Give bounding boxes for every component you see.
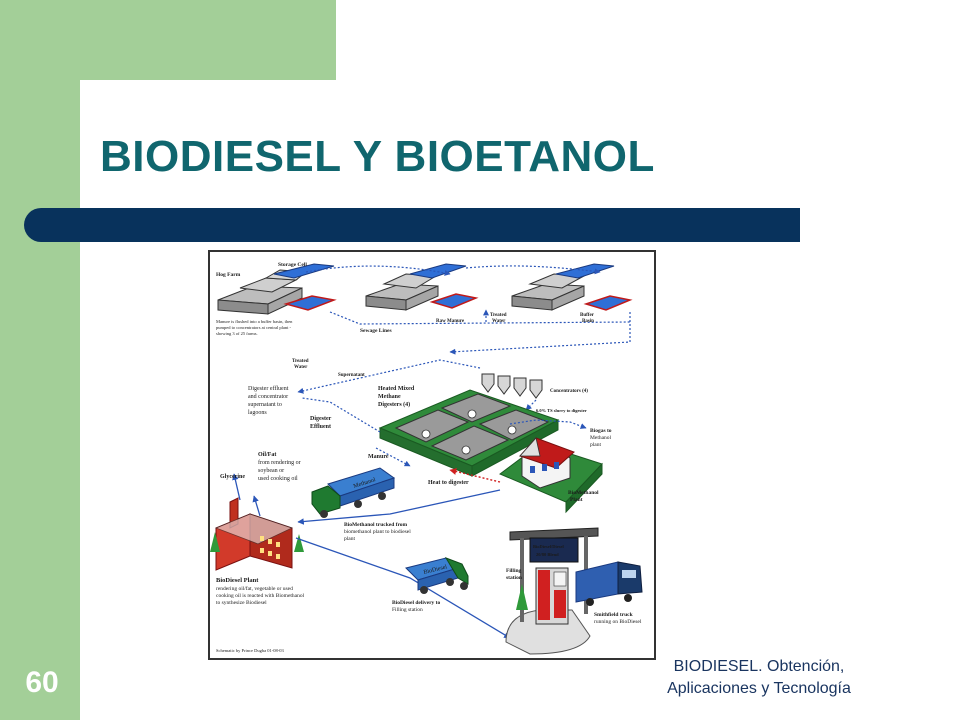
raw-manure-down <box>449 312 631 355</box>
top-green-band <box>0 0 336 80</box>
flow-farm2-top <box>465 265 601 275</box>
label-glycerine: Glycerine <box>220 474 245 480</box>
label-raw-manure: Raw Manure <box>436 319 465 324</box>
flow-farm1-top <box>305 265 451 276</box>
label-buffer-basin-1: Buffer <box>580 313 595 318</box>
label-biomethanol-plant-1: BioMethanol <box>568 490 599 496</box>
label-digester-effluent-note-2: and concentrator <box>248 394 288 400</box>
station-sign-line1: BioDiesel/Diesel <box>533 544 564 549</box>
label-treated-water-top-2: Water <box>492 319 506 324</box>
biogas-flow <box>509 419 587 429</box>
biodiesel-plant <box>210 497 304 571</box>
glycerine-flow <box>232 473 241 501</box>
label-flush-note-1: Manure is flushed into a buffer basin, t… <box>216 319 293 325</box>
label-biogas-3: plant <box>590 442 601 448</box>
label-biodiesel-plant-2: cooking oil is reacted with Biomethanol <box>216 593 305 599</box>
buffer-basin-2 <box>429 293 479 309</box>
smithfield-truck <box>575 561 643 606</box>
label-sewage-lines: Sewage Lines <box>360 328 392 334</box>
label-storage-cell: Storage Cell <box>278 262 307 268</box>
label-smithfield-2: running on BioDiesel <box>594 619 642 625</box>
title-underline-bar <box>24 208 800 242</box>
label-supernatant: Supernatant <box>338 373 365 378</box>
buffer-basin-3 <box>583 295 633 311</box>
label-treated-water-top-1: Treated <box>490 313 507 318</box>
left-green-band <box>0 0 80 720</box>
biomethanol-plant <box>499 437 603 514</box>
biodiesel-truck-label: BioDiesel <box>423 564 448 576</box>
footer-line-2: Aplicaciones y Tecnología <box>667 680 851 697</box>
label-delivery-1: BioDiesel delivery to <box>392 600 441 606</box>
concentrators <box>481 373 543 399</box>
label-credit: Schematic by Prince Dugba 01-08-03 <box>216 648 284 653</box>
diagram-svg: Methanol BioDiesel <box>210 262 643 655</box>
digester-effluent-flow <box>301 397 381 433</box>
label-digester-effluent-2: Effluent <box>310 424 331 430</box>
slide-number: 60 <box>25 666 59 699</box>
buffer-basin-1 <box>283 295 337 311</box>
label-trucked-1: BioMethanol trucked from <box>344 522 408 528</box>
label-heat-to-digester: Heat to digester <box>428 480 469 486</box>
hog-farm-2 <box>365 273 439 311</box>
slurry-flow <box>525 399 537 411</box>
label-biogas-2: Methanol <box>590 435 612 441</box>
label-smithfield-1: Smithfield truck <box>594 612 634 618</box>
label-filling-1: Filling <box>506 568 522 574</box>
methanol-truck <box>311 467 396 518</box>
manure-input-flow <box>375 447 411 467</box>
label-treated-water-mid-1: Treated <box>292 359 309 364</box>
station-sign-line2: 20/80 Blend <box>536 552 559 557</box>
storage-cell-2 <box>409 263 467 279</box>
label-buffer-basin-2: Basin <box>582 319 594 324</box>
storage-cell-1 <box>273 263 335 279</box>
label-digester-effluent-note-4: lagoons <box>248 410 267 416</box>
label-biodiesel-plant-1: rendering oil/fat, vegetable or used <box>216 585 293 592</box>
storage-cell-3 <box>555 263 615 279</box>
label-heated-mixed-1: Heated Mixed <box>378 386 415 392</box>
biodiesel-truck <box>405 557 469 594</box>
label-treated-water-mid-2: Water <box>294 365 308 370</box>
label-concentrators: Concentrators (4) <box>550 389 588 394</box>
label-slurry: 6.0% TS slurry to digester <box>536 408 587 413</box>
label-biodiesel-plant-title: BioDiesel Plant <box>216 577 259 584</box>
label-heated-mixed-3: Digesters (4) <box>378 401 410 408</box>
footer-line-1: BIODIESEL. Obtención, <box>673 658 845 675</box>
biodiesel-to-station-flow <box>295 537 511 639</box>
label-flush-note-2: pumped to concentrators at central plant… <box>216 325 291 330</box>
label-hog-farm: Hog Farm <box>216 272 241 278</box>
process-diagram: Methanol BioDiesel <box>208 250 656 660</box>
label-digester-effluent-note-1: Digester effluent <box>248 385 289 392</box>
label-oilfat-2: soybean or <box>258 468 284 474</box>
label-biomethanol-plant-2: Plant <box>570 497 583 503</box>
label-digester-effluent-1: Digester <box>310 416 332 422</box>
label-biodiesel-plant-3: to synthesize Biodiesel <box>216 600 267 606</box>
oilfat-flow <box>252 495 261 517</box>
sewage-lines-flow <box>329 311 631 325</box>
label-trucked-2: biomethanol plant to biodiesel <box>344 529 411 535</box>
supernatant-flow <box>297 359 481 394</box>
methane-digesters <box>378 389 560 477</box>
hog-farm-3 <box>511 273 586 311</box>
label-oilfat-1: from rendering or <box>258 459 301 466</box>
slide-footer: BIODIESEL. Obtención, Aplicaciones y Tec… <box>644 656 874 700</box>
label-digester-effluent-note-3: supernatant to <box>248 402 282 408</box>
slide-title: BIODIESEL Y BIOETANOL <box>100 132 655 181</box>
label-oilfat-title: Oil/Fat <box>258 452 276 458</box>
label-flush-note-3: showing 3 of 25 farms. <box>216 331 258 336</box>
label-oilfat-3: used cooking oil <box>258 476 298 482</box>
methanol-to-biodiesel-flow <box>297 489 501 525</box>
label-manure: Manure <box>368 454 389 460</box>
label-heated-mixed-2: Methane <box>378 394 401 400</box>
label-delivery-2: Filling station <box>392 607 423 613</box>
label-biogas-1: Biogas to <box>590 428 612 434</box>
label-filling-2: station <box>506 575 522 581</box>
heat-to-digester-flow <box>449 468 501 483</box>
label-trucked-3: plant <box>344 536 355 542</box>
